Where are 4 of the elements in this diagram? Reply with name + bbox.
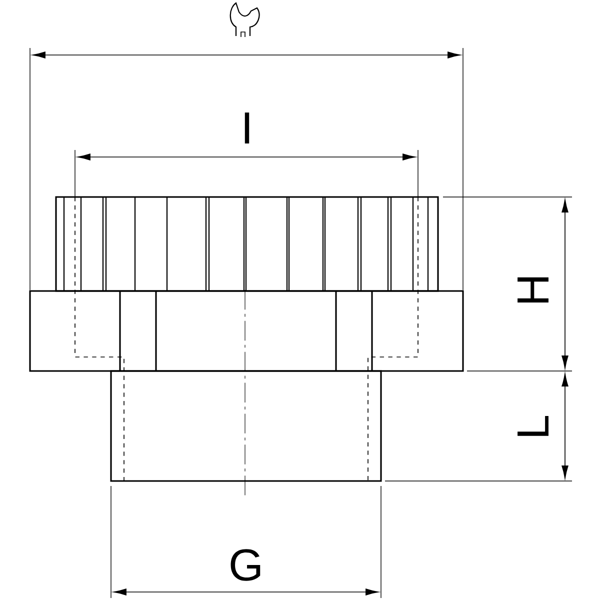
dimension-label: I	[244, 112, 250, 144]
dimension-label: L	[518, 416, 548, 436]
dimension-label: H	[518, 277, 548, 303]
dimension-label: G	[230, 549, 260, 581]
